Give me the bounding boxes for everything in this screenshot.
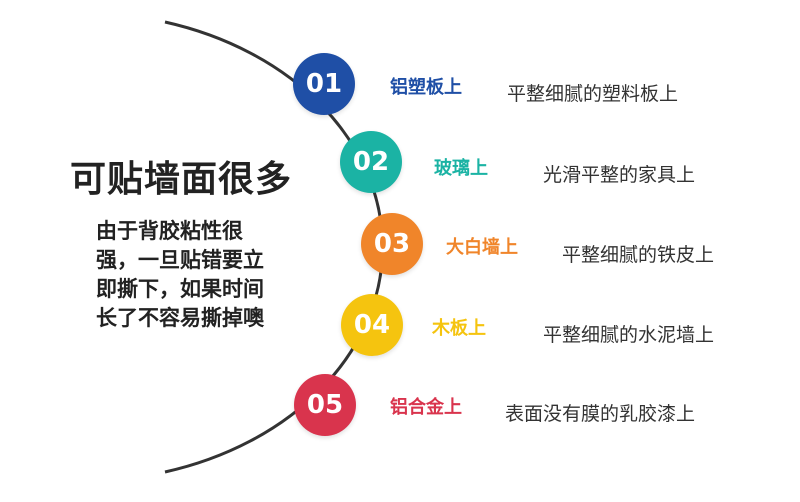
step-number-badge: 04 xyxy=(341,294,403,356)
description-line: 长了不容易撕掉噢 xyxy=(96,306,264,330)
surface-label: 铝合金上 xyxy=(390,397,462,418)
surface-label: 木板上 xyxy=(432,318,486,339)
surface-label: 大白墙上 xyxy=(446,237,518,258)
description: 由于背胶粘性很 强，一旦贴错要立 即撕下，如果时间 长了不容易撕掉噢 xyxy=(96,217,306,333)
surface-detail: 表面没有膜的乳胶漆上 xyxy=(505,403,696,425)
description-line: 由于背胶粘性很 xyxy=(96,219,243,243)
surface-detail: 平整细腻的水泥墙上 xyxy=(543,324,715,346)
surface-detail: 平整细腻的塑料板上 xyxy=(507,83,679,105)
surface-label: 玻璃上 xyxy=(434,158,488,179)
step-number-badge: 03 xyxy=(361,213,423,275)
description-line: 强，一旦贴错要立 xyxy=(96,248,264,272)
step-number-badge: 02 xyxy=(340,131,402,193)
surface-detail: 平整细腻的铁皮上 xyxy=(562,244,715,266)
main-title: 可贴墙面很多 xyxy=(70,159,293,200)
surface-detail: 光滑平整的家具上 xyxy=(543,164,696,186)
surface-label: 铝塑板上 xyxy=(390,77,462,98)
step-number-badge: 01 xyxy=(293,53,355,115)
description-line: 即撕下，如果时间 xyxy=(96,277,264,301)
step-number-badge: 05 xyxy=(294,374,356,436)
